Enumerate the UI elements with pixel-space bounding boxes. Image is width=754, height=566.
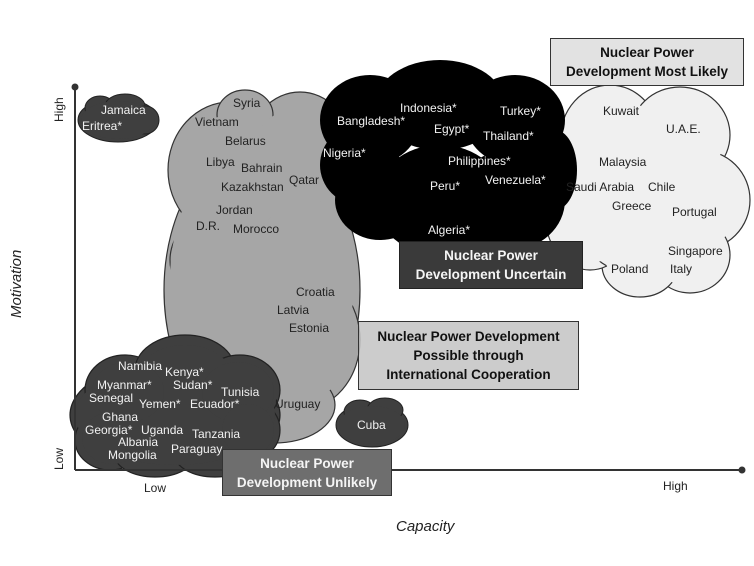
y-axis-arrow-icon bbox=[71, 83, 79, 91]
country-label: Venezuela* bbox=[485, 173, 546, 187]
country-label: Poland bbox=[611, 262, 649, 276]
country-label: D.R. bbox=[196, 219, 220, 233]
country-label: Nigeria* bbox=[323, 146, 366, 160]
country-label: Albania bbox=[118, 435, 159, 449]
country-label: Mongolia bbox=[108, 448, 157, 462]
country-label: Latvia bbox=[277, 303, 310, 317]
country-label: Thailand* bbox=[483, 129, 534, 143]
country-label: Uganda bbox=[141, 423, 184, 437]
country-label: Cuba bbox=[357, 418, 386, 432]
country-label: Morocco bbox=[233, 222, 280, 236]
y-axis-high-label: High bbox=[52, 97, 66, 122]
country-label: Philippines* bbox=[448, 154, 511, 168]
country-label: Georgia* bbox=[85, 423, 133, 437]
x-axis-arrow-icon bbox=[738, 466, 746, 474]
country-label: Ghana bbox=[102, 410, 139, 424]
country-label: Yemen* bbox=[139, 397, 181, 411]
country-label: Sudan* bbox=[173, 378, 213, 392]
country-label: Algeria* bbox=[428, 223, 471, 237]
country-label: Estonia bbox=[289, 321, 330, 335]
country-label: Myanmar* bbox=[97, 378, 152, 392]
country-label: Peru* bbox=[430, 179, 461, 193]
country-label: Egypt* bbox=[434, 122, 470, 136]
country-label: Bahrain bbox=[241, 161, 283, 175]
country-label: Uruguay bbox=[275, 397, 321, 411]
country-label: Croatia bbox=[296, 285, 335, 299]
x-axis-high-label: High bbox=[663, 479, 688, 493]
country-label: Saudi Arabia bbox=[566, 180, 635, 194]
y-axis-low-label: Low bbox=[52, 447, 66, 470]
country-label: U.A.E. bbox=[666, 122, 701, 136]
country-label: Kenya* bbox=[165, 365, 204, 379]
country-label: Kuwait bbox=[603, 104, 640, 118]
country-label: Jordan bbox=[216, 203, 253, 217]
country-label: Chile bbox=[648, 180, 676, 194]
x-axis-low-label: Low bbox=[144, 481, 167, 495]
y-axis-title: Motivation bbox=[8, 249, 25, 318]
country-label: Tanzania bbox=[192, 427, 241, 441]
country-label: Syria bbox=[233, 96, 261, 110]
country-label: Namibia bbox=[118, 359, 163, 373]
country-label: Italy bbox=[670, 262, 693, 276]
country-label: Portugal bbox=[672, 205, 717, 219]
label-most-likely: Nuclear Power Development Most Likely bbox=[550, 38, 744, 86]
x-axis-title: Capacity bbox=[396, 518, 455, 535]
country-label: Kazakhstan bbox=[221, 180, 284, 194]
country-label: Qatar bbox=[289, 173, 320, 187]
country-label: Jamaica bbox=[101, 103, 146, 117]
country-label: Ecuador* bbox=[190, 397, 240, 411]
country-label: Libya bbox=[206, 155, 235, 169]
label-unlikely: Nuclear Power Development Unlikely bbox=[222, 449, 392, 496]
country-label: Turkey* bbox=[500, 104, 541, 118]
country-label: Eritrea* bbox=[82, 119, 123, 133]
country-label: Malaysia bbox=[599, 155, 647, 169]
country-label: Paraguay bbox=[171, 442, 223, 456]
label-uncertain: Nuclear Power Development Uncertain bbox=[399, 241, 583, 289]
label-possible: Nuclear Power Development Possible throu… bbox=[358, 321, 579, 390]
country-label: Singapore bbox=[668, 244, 723, 258]
country-label: Vietnam bbox=[195, 115, 239, 129]
country-label: Indonesia* bbox=[400, 101, 457, 115]
country-label: Belarus bbox=[225, 134, 266, 148]
country-label: Senegal bbox=[89, 391, 134, 405]
country-label: Bangladesh* bbox=[337, 114, 406, 128]
country-label: Tunisia bbox=[221, 385, 260, 399]
axes bbox=[71, 83, 746, 474]
country-label: Greece bbox=[612, 199, 652, 213]
